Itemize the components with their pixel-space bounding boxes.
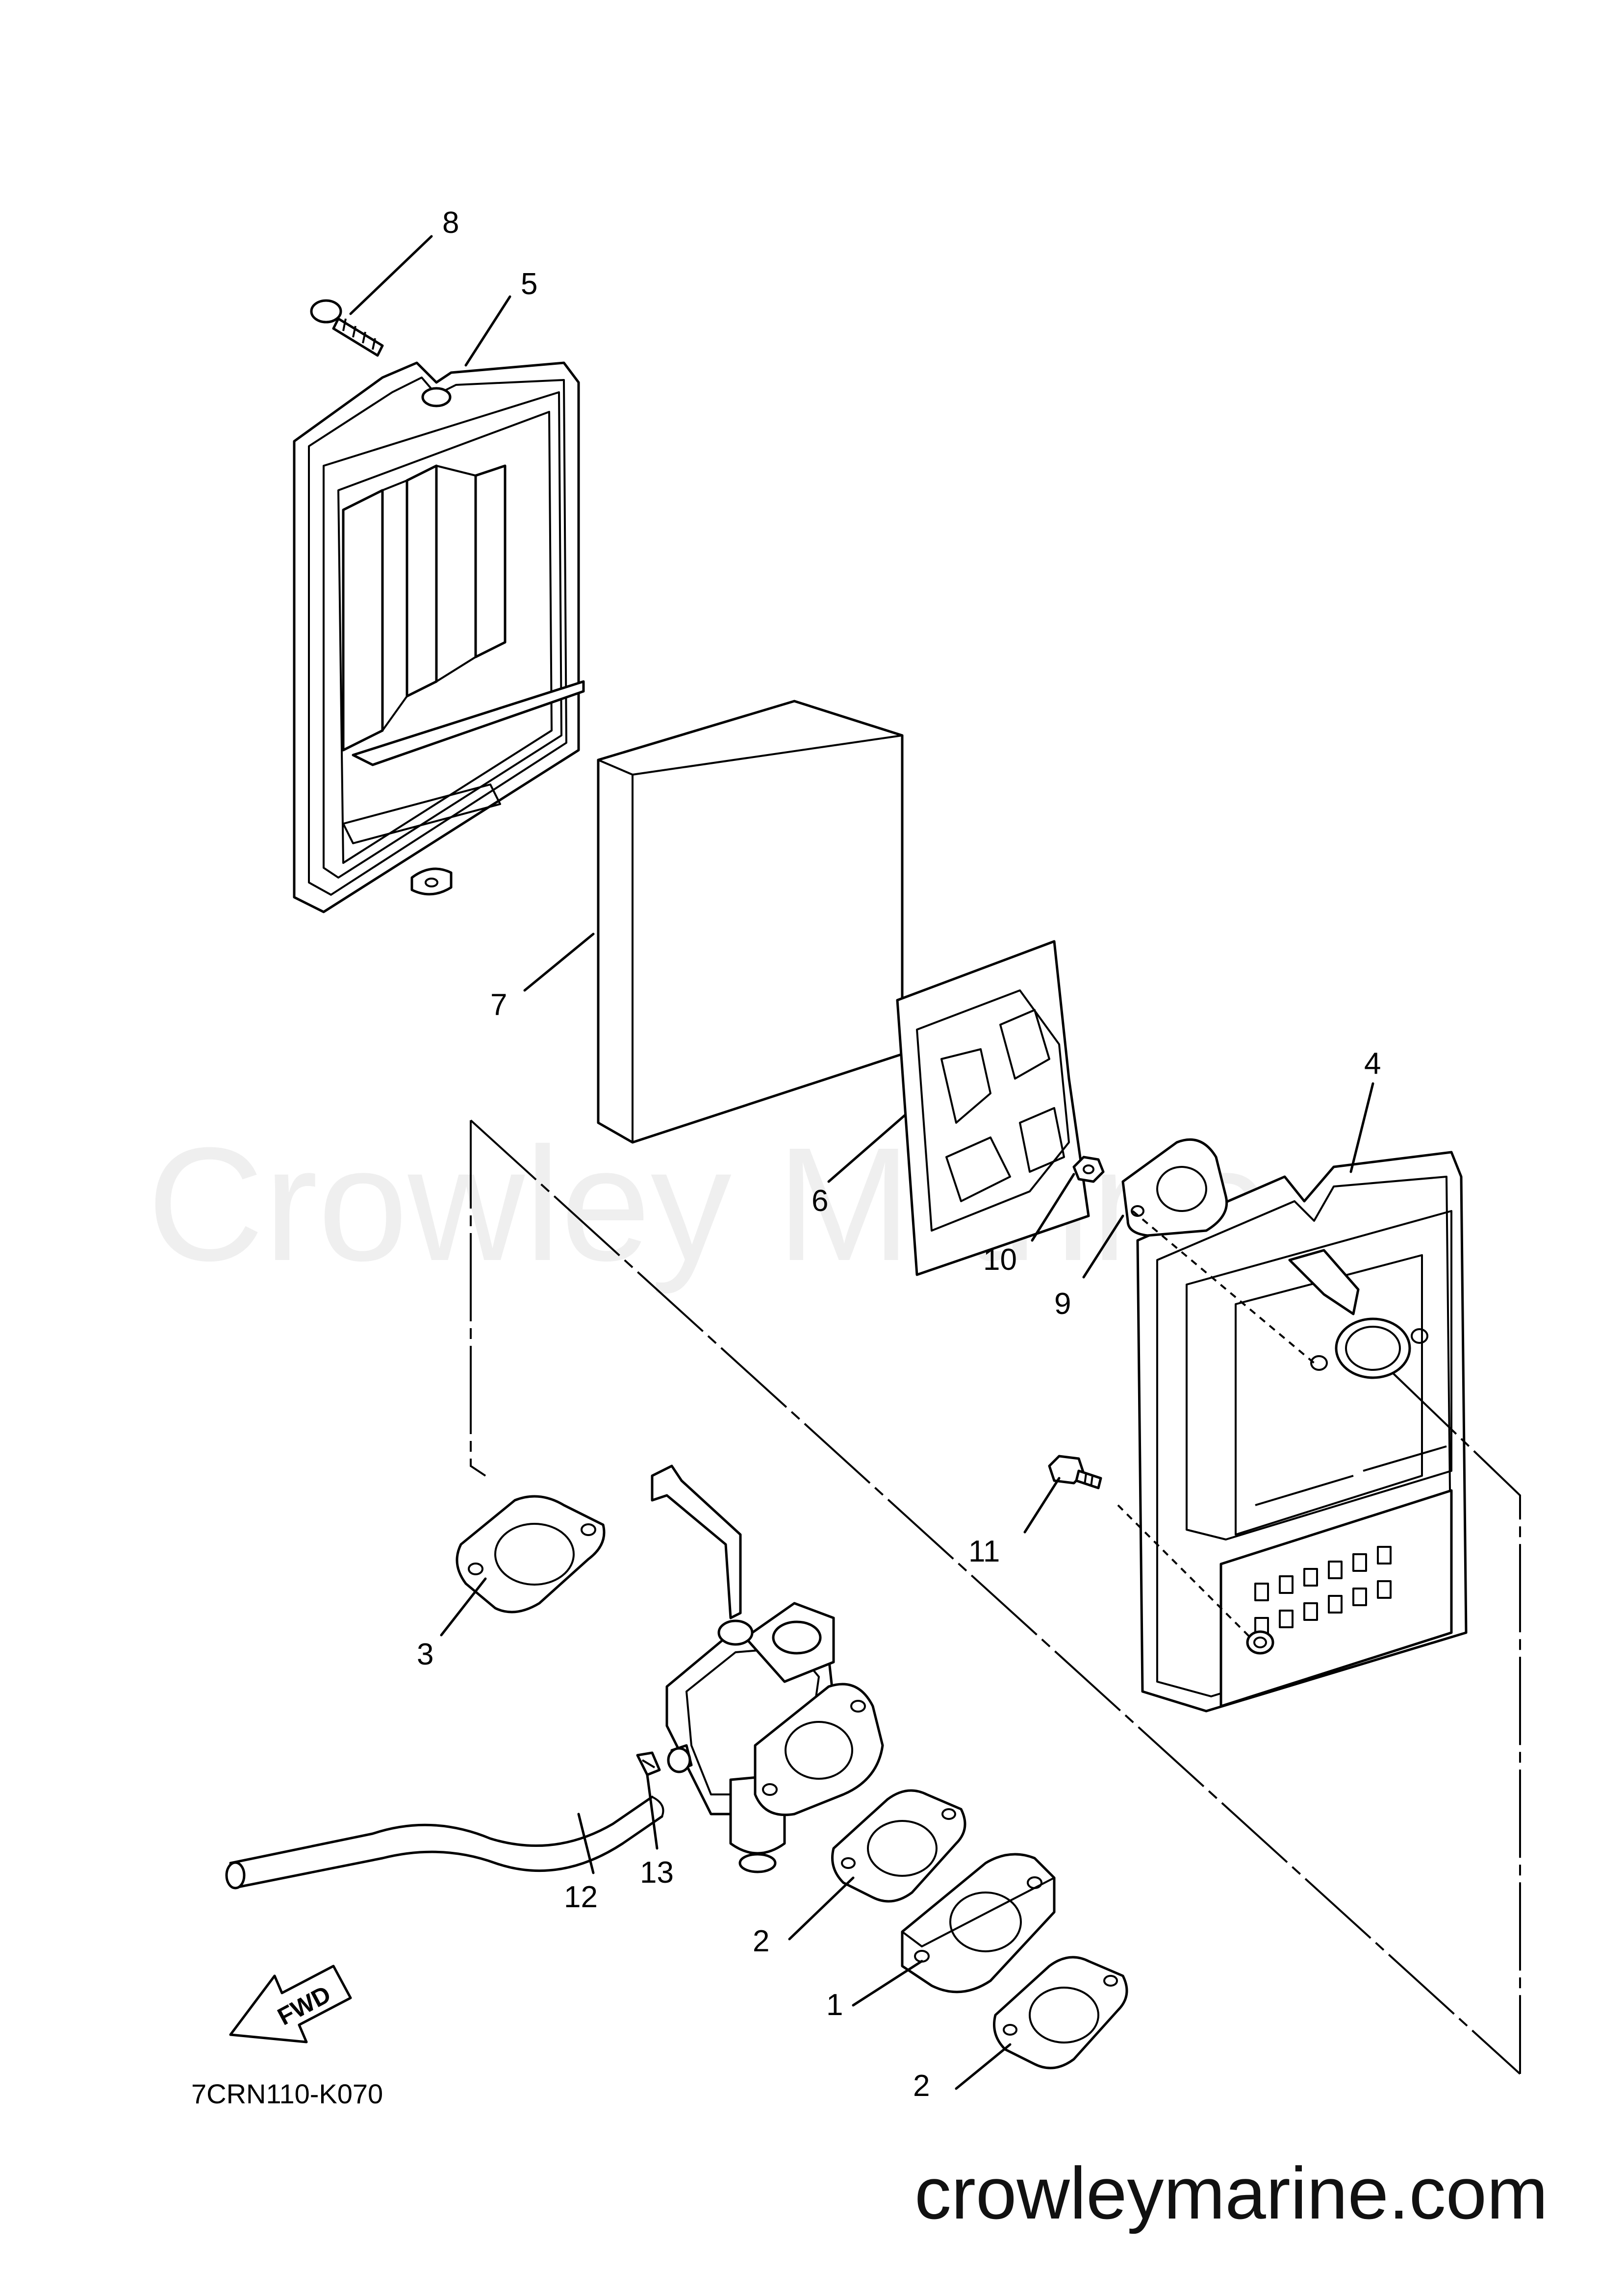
small-gasket	[1121, 1138, 1228, 1237]
hose-clip	[636, 1751, 661, 1776]
callout-4: 4	[1364, 1047, 1381, 1081]
assembly-boundary	[470, 1120, 486, 1477]
footer-site: crowleymarine.com	[914, 2152, 1548, 2234]
callout-2-upper: 2	[753, 1924, 769, 1958]
assembly-boundary	[1392, 1372, 1521, 2074]
callout-5: 5	[521, 267, 537, 301]
leader-lines	[349, 235, 1374, 2090]
watermark: Crowley Marine	[147, 1113, 1271, 1295]
diagram-code: 7CRN110-K070	[191, 2078, 383, 2109]
gasket-plate	[896, 940, 1090, 1276]
callout-11: 11	[968, 1535, 1000, 1568]
callout-7: 7	[490, 988, 507, 1022]
insulator	[901, 1853, 1056, 1993]
alignment-line	[1117, 1504, 1251, 1639]
air-cleaner-case	[293, 361, 585, 913]
callout-2-lower: 2	[913, 2069, 930, 2103]
callout-9: 9	[1054, 1287, 1071, 1321]
bolt	[1048, 1455, 1102, 1489]
air-cleaner-body	[1136, 1151, 1468, 1713]
alignment-line	[1132, 1210, 1315, 1364]
filter-element	[597, 700, 904, 1144]
forward-direction-arrow: FWD	[229, 1965, 352, 2044]
fuel-hose	[225, 1795, 664, 1890]
callout-10: 10	[983, 1243, 1017, 1277]
callout-3: 3	[417, 1638, 433, 1671]
callout-8: 8	[442, 206, 459, 240]
callout-12: 12	[564, 1880, 598, 1914]
callout-1: 1	[826, 1988, 843, 2022]
callout-13: 13	[640, 1856, 674, 1890]
assembly-boundary	[470, 1119, 1521, 2075]
carburetor-gasket	[456, 1495, 606, 1614]
nut	[1072, 1156, 1105, 1183]
carburetor	[651, 1464, 884, 1873]
callout-6: 6	[812, 1184, 828, 1218]
spacer-gasket	[993, 1956, 1128, 2069]
spacer-gasket	[831, 1789, 966, 1903]
screw	[310, 299, 384, 357]
